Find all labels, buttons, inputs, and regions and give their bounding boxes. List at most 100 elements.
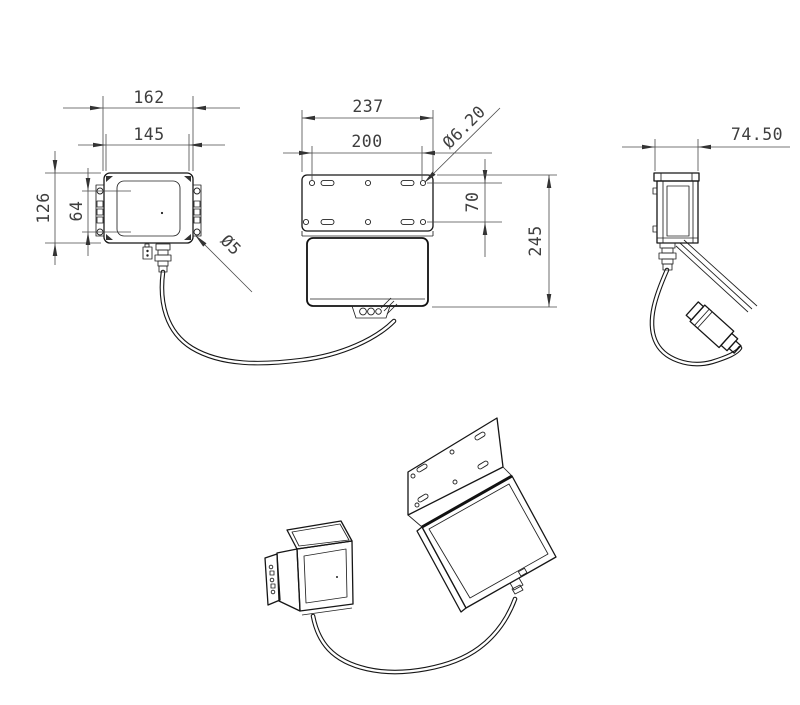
side-body bbox=[652, 172, 700, 271]
bar-line bbox=[679, 242, 753, 310]
plate-hole bbox=[302, 218, 310, 226]
arrowhead bbox=[302, 115, 315, 121]
dim-side-depth: 74.50 bbox=[622, 125, 790, 171]
dim-plate-width: 237 bbox=[301, 97, 434, 172]
plate-hole bbox=[364, 218, 372, 226]
iso-reader-box bbox=[264, 520, 354, 616]
mounting-plate bbox=[301, 174, 434, 237]
bracket-plate bbox=[301, 174, 434, 232]
isometric-view bbox=[264, 417, 557, 675]
angled-connector-assembly bbox=[675, 239, 758, 354]
side-panel-face bbox=[666, 185, 690, 237]
aux-connector bbox=[142, 246, 153, 260]
dim-text: 245 bbox=[526, 225, 545, 256]
ear-hole bbox=[269, 577, 275, 583]
cable-hatch bbox=[380, 297, 392, 309]
arrowhead bbox=[422, 150, 435, 156]
dim-reader-outer-width: 162 bbox=[63, 88, 240, 171]
side-view: 74.50 bbox=[622, 125, 790, 367]
box-bottom-edge bbox=[301, 607, 353, 616]
iso-antenna-assembly bbox=[407, 417, 557, 613]
panel-pinhole bbox=[160, 211, 164, 215]
plate-slot bbox=[477, 460, 489, 470]
bar-line bbox=[675, 245, 749, 313]
leader-reader-hole-dia: Ø5 bbox=[195, 231, 253, 293]
box-top-face bbox=[286, 520, 353, 550]
connector-body bbox=[661, 247, 674, 254]
connector-flange bbox=[659, 242, 676, 249]
dim-text: 200 bbox=[351, 132, 382, 151]
ear-rib bbox=[193, 216, 201, 224]
bracket-panel-joint bbox=[407, 514, 423, 528]
dim-reader-hole-spacing-v: 64 bbox=[67, 168, 131, 256]
dim-plate-hole-spacing-h: 200 bbox=[283, 132, 492, 180]
rf-connector-nut bbox=[154, 254, 172, 262]
connector-barrel bbox=[375, 308, 382, 315]
plate-hole bbox=[308, 179, 316, 187]
ear-rib bbox=[193, 200, 201, 208]
arrowhead bbox=[546, 175, 552, 188]
corner-mark bbox=[184, 234, 191, 240]
plate-hole bbox=[452, 479, 458, 485]
reader-front-panel bbox=[116, 180, 181, 237]
dim-text: 237 bbox=[352, 97, 383, 116]
plate-slot bbox=[417, 493, 429, 503]
mount-hole bbox=[193, 187, 201, 195]
connector-stub bbox=[517, 567, 528, 577]
front-view-reader: 162 145 126 64 bbox=[34, 88, 397, 366]
iso-bracket-holes bbox=[410, 431, 489, 508]
plate-hole bbox=[410, 473, 416, 479]
plate-hole bbox=[419, 179, 427, 187]
ear-boss bbox=[652, 225, 658, 233]
cable-hatch bbox=[386, 303, 398, 315]
ear-hole bbox=[270, 589, 276, 595]
ear-boss bbox=[652, 187, 658, 195]
plate-slot bbox=[416, 463, 428, 473]
arrowhead bbox=[52, 160, 58, 173]
arrowhead bbox=[482, 222, 488, 235]
ear-rib bbox=[96, 208, 104, 216]
rf-connector-neck bbox=[157, 260, 169, 267]
connector-boot bbox=[662, 263, 673, 271]
arrowhead bbox=[90, 105, 103, 111]
arrowhead bbox=[93, 142, 106, 148]
dim-text: 162 bbox=[133, 88, 164, 107]
dim-reader-hole-spacing-h: 145 bbox=[78, 125, 225, 171]
ear-rib bbox=[96, 200, 104, 208]
reader-body bbox=[95, 172, 202, 273]
reader-bottom-connectors bbox=[142, 243, 172, 273]
corner-mark bbox=[184, 176, 191, 182]
panel-face-inset bbox=[428, 483, 549, 599]
dim-text: 145 bbox=[133, 125, 164, 144]
arrowhead bbox=[189, 142, 202, 148]
plate-slot bbox=[400, 218, 415, 226]
panel-top-edge bbox=[421, 474, 513, 529]
connector-neck bbox=[661, 258, 674, 265]
plate-slot bbox=[474, 431, 486, 441]
arrowhead bbox=[195, 235, 207, 247]
ear-rib bbox=[96, 216, 104, 224]
arrowhead bbox=[424, 171, 436, 183]
arrowhead bbox=[85, 178, 91, 191]
ear-hole bbox=[268, 564, 274, 570]
arrowhead bbox=[546, 294, 552, 307]
antenna-housing bbox=[306, 237, 429, 307]
corner-mark bbox=[106, 234, 113, 240]
plug-ridge bbox=[694, 308, 710, 326]
connector-body bbox=[509, 577, 524, 591]
rf-connector-boot bbox=[158, 265, 168, 273]
plate-slot bbox=[320, 218, 335, 226]
arrowhead bbox=[52, 243, 58, 256]
plug-tip bbox=[728, 340, 742, 354]
front-view-antenna: 237 200 Ø6.20 70 bbox=[283, 97, 557, 319]
rf-connector-flange bbox=[155, 243, 171, 251]
plate-slot bbox=[320, 179, 335, 187]
iso-panel-connector bbox=[509, 567, 528, 595]
side-cable bbox=[649, 267, 743, 367]
iso-cable bbox=[310, 596, 518, 675]
connector-pin bbox=[146, 254, 149, 257]
dim-text: 74.50 bbox=[731, 125, 783, 144]
antenna-body bbox=[306, 237, 429, 319]
